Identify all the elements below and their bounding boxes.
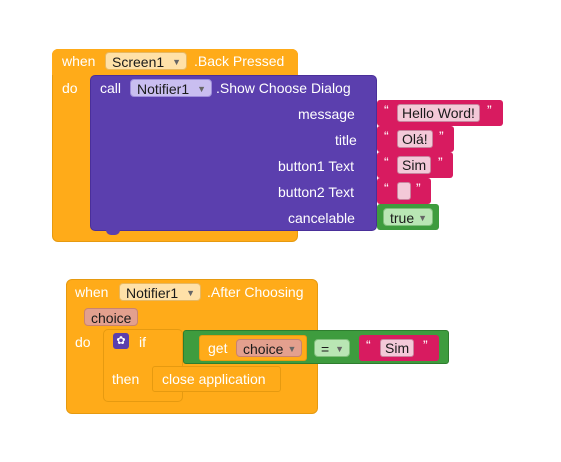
text-field-message[interactable]: Hello Word! [397, 104, 480, 122]
gear-icon[interactable]: ✿ [113, 333, 129, 349]
call-label: call [100, 80, 122, 96]
text-block-title[interactable]: “ Olá! ” [377, 126, 454, 152]
do-label: do [75, 334, 91, 350]
call-block-nub [106, 229, 120, 235]
quote-open-label: “ [384, 128, 389, 144]
boolean-dropdown-label: true [390, 210, 415, 226]
param-label-title: title [335, 132, 357, 148]
text-field-button2[interactable] [397, 182, 411, 200]
text-field-title[interactable]: Olá! [397, 130, 433, 148]
call-component-dropdown-notifier1[interactable]: Notifier1 ▼ [130, 79, 212, 97]
close-application-label: close application [162, 371, 266, 387]
event-name-label: .After Choosing [207, 284, 304, 300]
get-variable-dropdown-choice[interactable]: choice▼ [236, 339, 303, 357]
chevron-down-icon: ▼ [335, 344, 344, 354]
logic-block-cancelable[interactable]: true▼ [377, 204, 439, 230]
close-application-block[interactable] [152, 366, 281, 392]
chevron-down-icon: ▼ [418, 213, 427, 223]
component-dropdown-label: Screen1 [112, 54, 165, 70]
text-block-compare-sim[interactable]: “ Sim ” [359, 335, 439, 361]
quote-close-label: ” [423, 337, 428, 353]
component-dropdown-notifier1[interactable]: Notifier1 ▼ [119, 283, 201, 301]
component-dropdown-screen1[interactable]: Screen1 ▼ [105, 52, 187, 70]
event-param-choice[interactable]: choice [84, 308, 139, 326]
text-block-button1[interactable]: “ Sim ” [377, 152, 453, 178]
param-label-message: message [298, 106, 355, 122]
quote-close-label: ” [487, 102, 492, 118]
compare-operator-label: = [321, 341, 330, 357]
method-name-label: .Show Choose Dialog [216, 80, 351, 96]
param-label-cancelable: cancelable [288, 210, 355, 226]
quote-open-label: “ [384, 154, 389, 170]
chevron-down-icon: ▼ [197, 84, 206, 94]
compare-operator-dropdown[interactable]: =▼ [314, 339, 350, 357]
quote-open-label: “ [384, 102, 389, 118]
quote-close-label: ” [438, 154, 443, 170]
event-name-label: .Back Pressed [194, 53, 285, 69]
chevron-down-icon: ▼ [172, 57, 181, 67]
call-block-show-choose-dialog[interactable] [90, 75, 377, 231]
text-field-compare-value[interactable]: Sim [380, 339, 415, 357]
quote-close-label: ” [439, 128, 444, 144]
param-label-button1: button1 Text [278, 158, 355, 174]
get-variable-label: choice [243, 341, 284, 357]
get-label: get [208, 340, 228, 356]
do-label: do [62, 80, 78, 96]
when-label: when [62, 53, 96, 69]
then-label: then [112, 371, 140, 387]
quote-open-label: “ [366, 337, 371, 353]
call-component-dropdown-label: Notifier1 [137, 81, 190, 97]
quote-open-label: “ [384, 180, 389, 196]
text-field-button1-value: Sim [402, 157, 427, 173]
if-label: if [139, 334, 146, 350]
text-field-compare-value-text: Sim [385, 340, 410, 356]
chevron-down-icon: ▼ [186, 288, 195, 298]
text-block-button2[interactable]: “ ” [377, 178, 431, 204]
event-param-label: choice [91, 310, 132, 326]
text-field-button1[interactable]: Sim [397, 156, 432, 174]
when-label: when [75, 284, 109, 300]
text-block-message[interactable]: “ Hello Word! ” [377, 100, 503, 126]
chevron-down-icon: ▼ [287, 344, 297, 354]
boolean-dropdown-true[interactable]: true▼ [383, 208, 433, 226]
component-dropdown-label: Notifier1 [126, 285, 179, 301]
param-label-button2: button2 Text [278, 184, 355, 200]
text-field-title-value: Olá! [402, 131, 428, 147]
text-field-message-value: Hello Word! [402, 105, 475, 121]
quote-close-label: ” [416, 180, 421, 196]
